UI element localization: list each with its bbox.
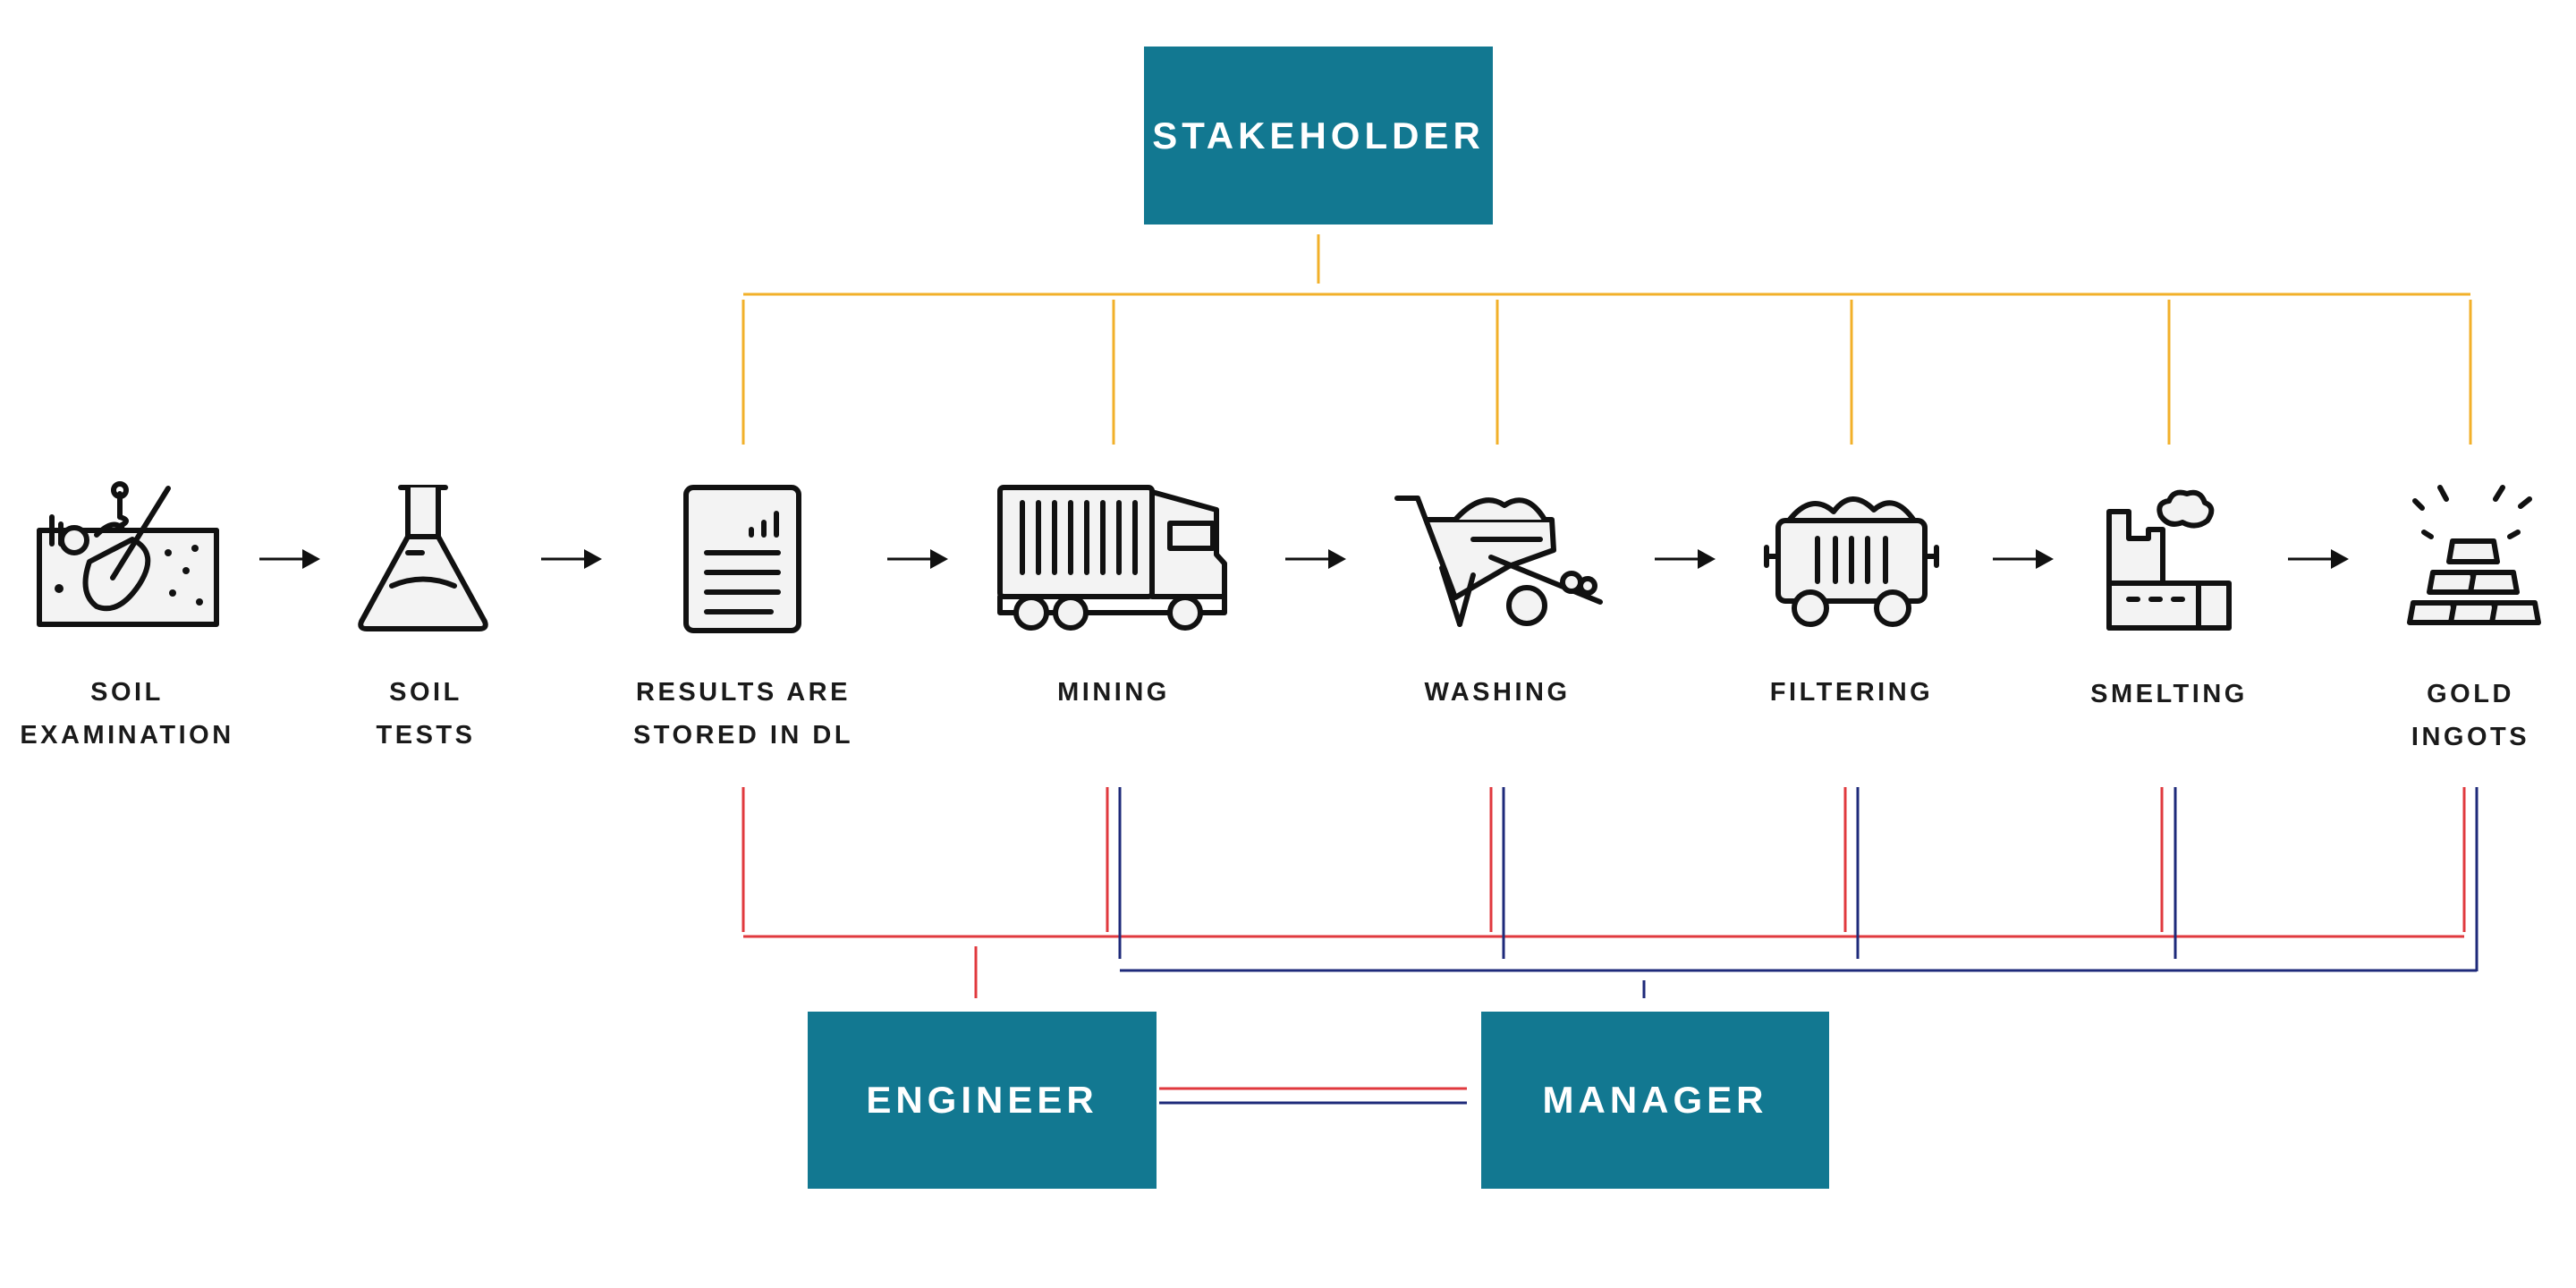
- step-label-line: WASHING: [1424, 678, 1571, 707]
- truck-icon: [996, 483, 1230, 635]
- right-arrow-icon: [1285, 546, 1348, 577]
- step-label-soil-examination: SOIL EXAMINATION: [0, 671, 261, 757]
- step-label-line: SOIL: [389, 678, 462, 707]
- gold-bars-icon: [2397, 483, 2549, 635]
- right-arrow-icon: [887, 546, 950, 577]
- step-label-soil-tests: SOIL TESTS: [292, 671, 560, 757]
- engineer-box: ENGINEER: [808, 1012, 1157, 1189]
- step-label-results-stored: RESULTS ARE STORED IN DL: [609, 671, 877, 757]
- wheelbarrow-icon: [1393, 486, 1607, 638]
- step-label-line: MINING: [1057, 678, 1170, 707]
- right-arrow-icon: [259, 546, 322, 577]
- stakeholder-box: STAKEHOLDER: [1144, 47, 1493, 225]
- soil-shovel-icon: [34, 481, 222, 642]
- step-label-washing: WASHING: [1363, 671, 1631, 714]
- step-label-mining: MINING: [979, 671, 1248, 714]
- report-document-icon: [682, 483, 803, 635]
- step-label-line: GOLD: [2427, 680, 2514, 708]
- step-label-line: RESULTS ARE: [636, 678, 851, 707]
- stakeholder-connectors: [741, 234, 2472, 445]
- mine-cart-icon: [1762, 483, 1941, 635]
- manager-box: MANAGER: [1481, 1012, 1829, 1189]
- step-label-line: SOIL: [90, 678, 164, 707]
- stakeholder-label: STAKEHOLDER: [1152, 114, 1485, 157]
- step-label-smelting: SMELTING: [2035, 673, 2303, 716]
- step-label-line: EXAMINATION: [20, 721, 234, 750]
- step-label-line: FILTERING: [1769, 678, 1934, 707]
- step-label-filtering: FILTERING: [1717, 671, 1986, 714]
- step-label-gold-ingots: GOLD INGOTS: [2336, 673, 2576, 758]
- right-arrow-icon: [1993, 546, 2055, 577]
- manager-label: MANAGER: [1542, 1079, 1768, 1121]
- manager-connectors: [1118, 787, 2479, 1105]
- step-label-line: TESTS: [376, 721, 476, 750]
- step-label-line: STORED IN DL: [632, 721, 854, 750]
- step-label-line: INGOTS: [2411, 723, 2530, 751]
- right-arrow-icon: [1655, 546, 1717, 577]
- right-arrow-icon: [2288, 546, 2351, 577]
- flask-icon: [356, 483, 490, 635]
- step-label-line: SMELTING: [2090, 680, 2248, 708]
- engineer-label: ENGINEER: [866, 1079, 1098, 1121]
- right-arrow-icon: [541, 546, 604, 577]
- factory-icon: [2102, 485, 2236, 637]
- engineer-connectors: [741, 787, 2466, 1090]
